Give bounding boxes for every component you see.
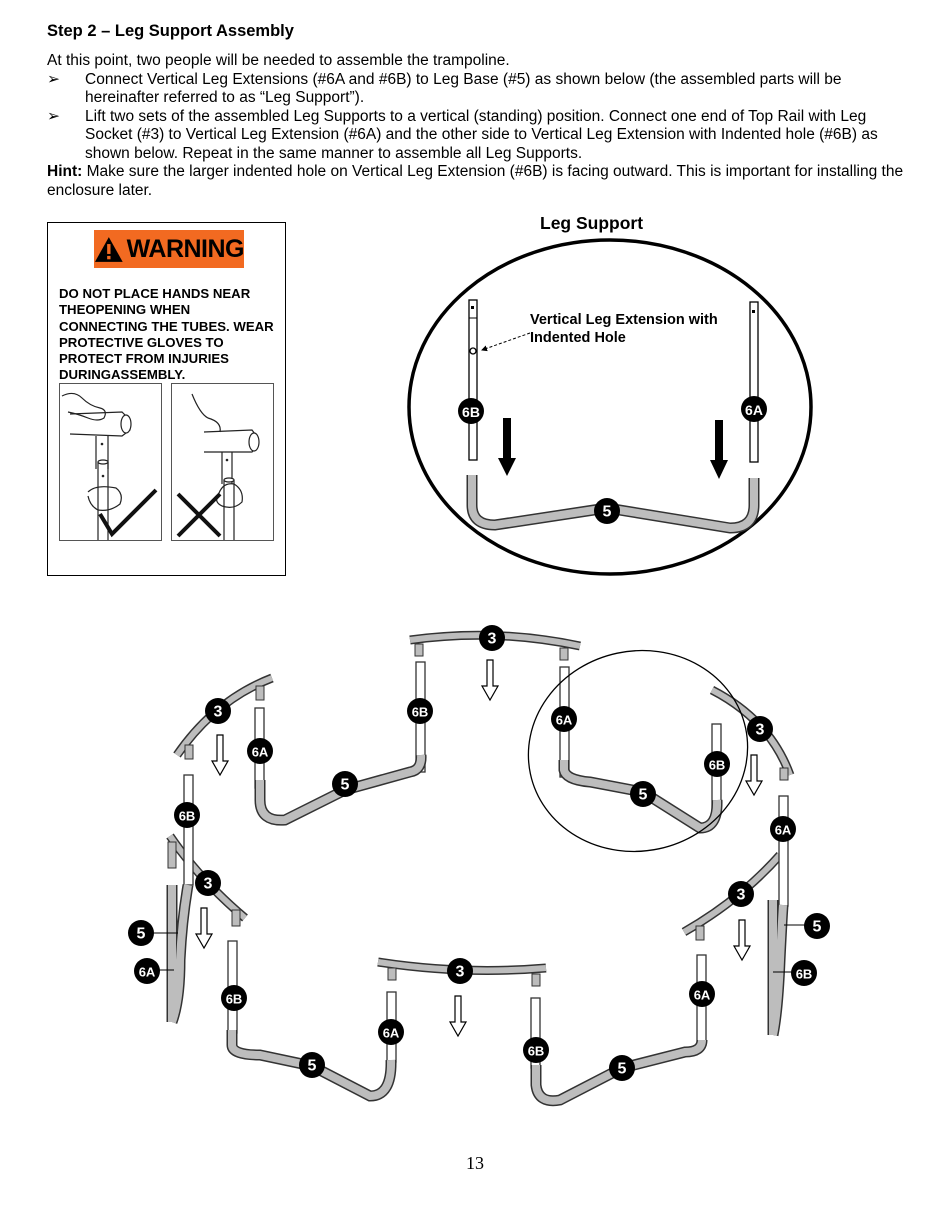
- warning-badge: WARNING: [94, 230, 245, 268]
- label-6a: 6A: [556, 713, 573, 728]
- indented-hole: [469, 347, 477, 355]
- label-5: 5: [639, 787, 648, 804]
- label-6b: 6B: [412, 705, 429, 720]
- bullet-text-connect: Connect Vertical Leg Extensions (#6A and…: [85, 70, 842, 107]
- step-title: Step 2 – Leg Support Assembly: [47, 22, 294, 40]
- label-6b: 6B: [796, 967, 813, 982]
- bullet-text-lift: Lift two sets of the assembled Leg Suppo…: [85, 107, 878, 162]
- label-6b: 6B: [226, 992, 243, 1007]
- label-3: 3: [456, 964, 465, 981]
- callout-line-2: Indented Hole: [530, 330, 626, 346]
- hint-label: Hint:: [47, 163, 83, 180]
- bullet-item: ➢ Connect Vertical Leg Extensions (#6A a…: [47, 71, 907, 108]
- label-6a: 6A: [745, 402, 763, 418]
- label-6b: 6B: [528, 1044, 545, 1059]
- label-6b: 6B: [179, 809, 196, 824]
- incorrect-handling-illustration: [176, 393, 260, 540]
- correct-handling-illustration: [61, 392, 158, 540]
- label-3: 3: [214, 704, 223, 721]
- warning-triangle-icon: [94, 236, 123, 262]
- bullet-arrow-icon: ➢: [47, 70, 60, 88]
- leg-support-title: Leg Support: [540, 213, 644, 233]
- warning-box: WARNING DO NOT PLACE HANDS NEAR THEOPENI…: [47, 222, 286, 576]
- label-5: 5: [341, 777, 350, 794]
- leg-extension-6a-tube: [749, 301, 759, 463]
- bullet-arrow-icon: ➢: [47, 107, 60, 125]
- down-arrow-icon: [498, 418, 516, 476]
- hint-text: Make sure the larger indented hole on Ve…: [47, 163, 904, 199]
- intro-lead: At this point, two people will be needed…: [47, 52, 510, 69]
- label-3: 3: [737, 887, 746, 904]
- label-3: 3: [488, 631, 497, 648]
- label-3: 3: [204, 876, 213, 893]
- trampoline-frame-assembly: 3 3 3 3 3 3 5 5 5 5 5 5 6B 6A 6A 6B 6B 6…: [128, 625, 830, 1107]
- incorrect-handling-panel: [171, 383, 274, 541]
- label-6a: 6A: [383, 1026, 400, 1041]
- bullet-item: ➢ Lift two sets of the assembled Leg Sup…: [47, 108, 907, 164]
- down-arrow-icon: [710, 420, 728, 479]
- label-6a: 6A: [252, 745, 269, 760]
- leg-support-detail: Vertical Leg Extension with Indented Hol…: [407, 238, 813, 576]
- label-3: 3: [756, 722, 765, 739]
- label-6b: 6B: [709, 758, 726, 773]
- correct-handling-panel: [59, 383, 162, 541]
- warning-label: WARNING: [126, 234, 245, 263]
- instructions: At this point, two people will be needed…: [47, 52, 907, 200]
- down-arrow-icons: [194, 659, 764, 1038]
- label-6a: 6A: [775, 823, 792, 838]
- label-6a: 6A: [139, 965, 156, 980]
- label-5: 5: [618, 1061, 627, 1078]
- leg-extension-6b-tube: [468, 299, 478, 461]
- vertical-extensions: [183, 661, 789, 1069]
- label-5: 5: [308, 1058, 317, 1075]
- callout-line-1: Vertical Leg Extension with: [530, 312, 718, 328]
- label-5: 5: [603, 504, 612, 521]
- label-5: 5: [813, 919, 822, 936]
- label-6a: 6A: [694, 988, 711, 1003]
- page-number: 13: [466, 1153, 484, 1173]
- warning-text: DO NOT PLACE HANDS NEAR THEOPENING WHEN …: [59, 286, 274, 383]
- hint: Hint: Make sure the larger indented hole…: [47, 163, 907, 200]
- part-labels: 3 3 3 3 3 3 5 5 5 5 5 5 6B 6A 6A 6B 6B 6…: [128, 625, 830, 1081]
- label-6b: 6B: [462, 404, 480, 420]
- detail-callout-ellipse: [527, 649, 749, 853]
- leg-bases: [166, 754, 789, 1107]
- label-5: 5: [137, 926, 146, 943]
